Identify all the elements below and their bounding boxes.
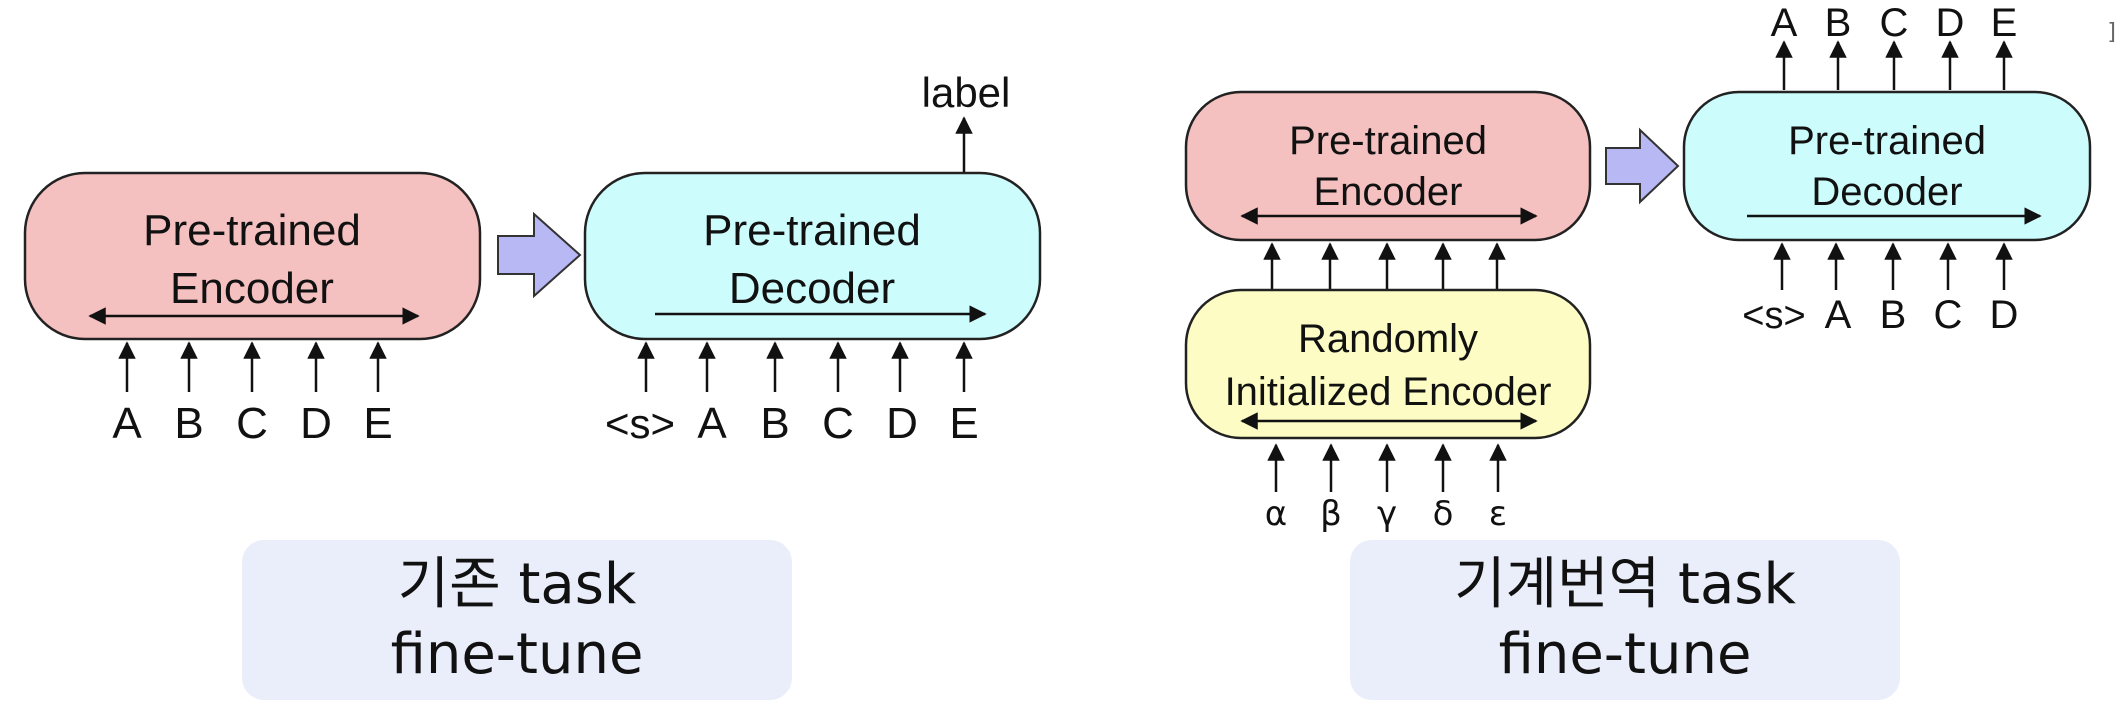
- right-caption-line2: fine-tune: [1498, 622, 1752, 687]
- right-encoder-block: Pre-trained Encoder: [1184, 90, 1592, 242]
- right-random-input-epsilon: ε: [1489, 443, 1507, 534]
- right-decoder-input-start: <s>: [1742, 242, 1806, 337]
- left-decoder-input-label: B: [760, 399, 789, 448]
- right-decoder-output-b: B: [1825, 1, 1852, 90]
- right-encoder-label-line2: Encoder: [1314, 170, 1463, 214]
- left-encoder-input-label: D: [300, 399, 332, 448]
- right-random-input-label: α: [1265, 494, 1287, 534]
- left-caption-box: 기존 task fine-tune: [242, 540, 792, 700]
- left-decoder-box: [583, 171, 1042, 341]
- left-encoder-label-line1: Pre-trained: [143, 206, 361, 255]
- right-decoder-output-label: C: [1880, 1, 1909, 45]
- left-decoder-input-label: <s>: [605, 400, 675, 447]
- left-encoder-label-line2: Encoder: [170, 264, 334, 313]
- left-decoder-input-start: <s>: [605, 341, 675, 447]
- right-random-input-label: γ: [1377, 494, 1397, 534]
- right-random-input-label: ε: [1489, 494, 1507, 534]
- left-decoder-input-label: E: [949, 399, 978, 448]
- left-encoder-box: [23, 171, 482, 341]
- right-decoder-box: [1682, 90, 2092, 242]
- right-decoder-input-label: B: [1880, 293, 1907, 337]
- left-decoder-input-b: B: [760, 341, 790, 448]
- left-encoder-input-c: C: [236, 341, 268, 448]
- right-caption-box: 기계번역 task fine-tune: [1350, 540, 1900, 700]
- left-panel: Pre-trained Encoder A B C D: [23, 69, 1042, 448]
- right-random-input-beta: β: [1320, 443, 1342, 534]
- left-encoder-inputs: A B C D E: [112, 341, 393, 448]
- right-decoder-label-line1: Pre-trained: [1788, 119, 1986, 163]
- left-decoder-input-d: D: [886, 341, 918, 448]
- right-random-input-alpha: α: [1265, 443, 1287, 534]
- left-decoder-input-a: A: [697, 341, 727, 448]
- right-decoder-input-b: B: [1880, 242, 1907, 337]
- left-decoder-label-line2: Decoder: [729, 264, 895, 313]
- right-decoder-output-e: E: [1991, 1, 2018, 90]
- right-decoder-output-c: C: [1880, 1, 1909, 90]
- right-caption-line1: 기계번역 task: [1454, 552, 1796, 617]
- right-random-encoder-block: Randomly Initialized Encoder: [1184, 288, 1592, 440]
- right-decoder-inputs: <s> A B C D: [1742, 242, 2019, 337]
- right-decoder-output-d: D: [1936, 1, 1965, 90]
- left-decoder-inputs: <s> A B C D E: [605, 341, 979, 448]
- right-decoder-output-label: D: [1936, 1, 1965, 45]
- left-decoder-input-label: C: [822, 399, 854, 448]
- left-decoder-input-label: D: [886, 399, 918, 448]
- left-caption-line2: fine-tune: [390, 622, 644, 687]
- left-decoder-input-e: E: [949, 341, 979, 448]
- left-encoder-input-e: E: [363, 341, 393, 448]
- left-encoder-input-label: B: [174, 399, 203, 448]
- left-decoder-input-label: A: [697, 399, 727, 448]
- left-encoder-input-label: A: [112, 399, 142, 448]
- right-decoder-input-label: <s>: [1742, 295, 1805, 337]
- left-decoder-label-line1: Pre-trained: [703, 206, 921, 255]
- right-decoder-input-label: C: [1934, 293, 1963, 337]
- right-decoder-block: Pre-trained Decoder: [1682, 90, 2092, 242]
- right-random-encoder-label-line1: Randomly: [1298, 317, 1478, 361]
- right-random-encoder-label-line2: Initialized Encoder: [1225, 370, 1552, 414]
- right-decoder-output-label: B: [1825, 1, 1852, 45]
- right-random-input-label: δ: [1433, 494, 1454, 534]
- right-random-input-delta: δ: [1433, 443, 1454, 534]
- right-encoder-box: [1184, 90, 1592, 242]
- left-encoder-block: Pre-trained Encoder: [23, 171, 482, 341]
- right-inter-encoder-arrows: [1263, 242, 1506, 290]
- right-decoder-outputs: A B C D E: [1771, 1, 2018, 90]
- left-encoder-input-b: B: [174, 341, 204, 448]
- right-decoder-input-label: D: [1990, 293, 2019, 337]
- left-encoder-input-d: D: [300, 341, 332, 448]
- right-random-input-label: β: [1320, 494, 1342, 534]
- right-decoder-input-label: A: [1825, 293, 1852, 337]
- left-encoder-input-a: A: [112, 341, 142, 448]
- right-panel: Pre-trained Encoder Randomly Initialized…: [1184, 1, 2092, 534]
- left-caption-line1: 기존 task: [397, 552, 637, 617]
- right-flow-block-arrow: [1605, 127, 1680, 205]
- right-decoder-output-label: A: [1771, 1, 1798, 45]
- right-encoder-label-line1: Pre-trained: [1289, 119, 1487, 163]
- right-decoder-input-a: A: [1825, 242, 1852, 337]
- left-decoder-block: Pre-trained Decoder: [583, 171, 1042, 341]
- corner-mark: ]: [2107, 20, 2116, 45]
- right-decoder-input-d: D: [1990, 242, 2019, 337]
- left-flow-block-arrow: [497, 211, 582, 299]
- left-encoder-input-label: C: [236, 399, 268, 448]
- left-output-label: label: [922, 69, 1011, 116]
- right-decoder-label-line2: Decoder: [1811, 170, 1962, 214]
- left-encoder-input-label: E: [363, 399, 392, 448]
- left-decoder-output: label: [922, 69, 1011, 172]
- right-random-input-gamma: γ: [1377, 443, 1397, 534]
- right-decoder-input-c: C: [1934, 242, 1963, 337]
- right-random-encoder-inputs: α β γ δ ε: [1265, 443, 1507, 534]
- right-decoder-output-label: E: [1991, 1, 2018, 45]
- right-decoder-output-a: A: [1771, 1, 1798, 90]
- left-decoder-input-c: C: [822, 341, 854, 448]
- right-random-encoder-box: [1184, 288, 1592, 440]
